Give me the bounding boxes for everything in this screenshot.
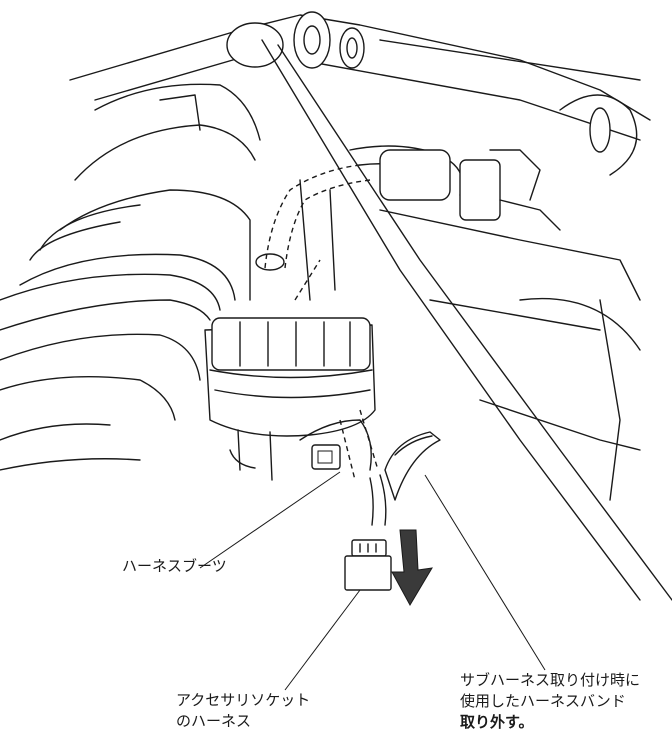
harness-band-label-line2: 使用したハーネスバンド: [460, 692, 626, 710]
leader-lines: [199, 471, 546, 691]
harness-band-label-line1: サブハーネス取り付け時に: [460, 671, 641, 689]
harness-boot-label: ハーネスブーツ: [122, 557, 227, 575]
rear-shock-absorber: [0, 83, 261, 471]
main-frame-panel: [261, 39, 672, 601]
accessory-socket-harness-label-line2: のハーネス: [176, 712, 252, 730]
removal-arrow: [391, 529, 433, 607]
harness-band: [384, 431, 441, 501]
lower-harness: [299, 409, 387, 526]
accessory-socket-connector: [344, 539, 392, 591]
accessory-socket-harness-label-line1: アクセサリソケット: [176, 691, 311, 709]
upper-frame-links: [69, 11, 651, 176]
upper-harness: [255, 145, 561, 301]
harness-band-label-line3: 取り外す。: [460, 713, 534, 731]
reservoir-tank: [204, 317, 376, 481]
